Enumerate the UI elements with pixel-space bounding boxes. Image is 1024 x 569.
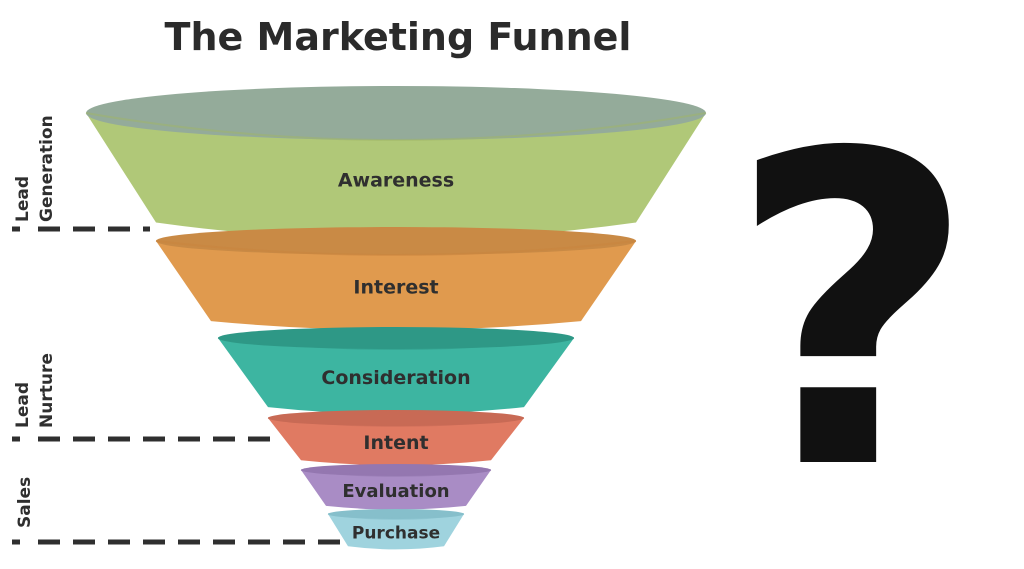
funnel: AwarenessInterestConsiderationIntentEval…	[85, 86, 707, 550]
diagram-title: The Marketing Funnel	[165, 15, 632, 59]
question-mark-icon: ?	[727, 64, 976, 564]
funnel-stage-label: Awareness	[338, 170, 454, 192]
funnel-segment-rim	[300, 469, 492, 477]
section-label-lead-generation-line1: Lead	[13, 176, 33, 222]
funnel-stage-interest: Interest	[155, 227, 637, 330]
section-label-lead-generation-line2: Generation	[37, 115, 57, 222]
funnel-segment-top	[218, 327, 574, 349]
funnel-segment-top	[156, 227, 636, 255]
funnel-stage-label: Intent	[363, 432, 428, 454]
funnel-stage-awareness: Awareness	[85, 86, 707, 240]
funnel-segment-body	[268, 418, 524, 466]
funnel-segment-top	[268, 410, 524, 426]
section-label-lead-nurture-line2: Nurture	[37, 353, 57, 428]
funnel-segment-top	[301, 464, 491, 476]
funnel-stage-intent: Intent	[267, 410, 525, 466]
funnel-stage-label: Interest	[353, 277, 438, 299]
section-label-lead-nurture-line1: Lead	[13, 382, 33, 428]
funnel-segment-rim	[85, 112, 707, 141]
section-dividers	[12, 226, 340, 545]
funnel-segment-top	[86, 86, 706, 140]
funnel-segment-rim	[217, 337, 575, 350]
funnel-segment-rim	[155, 240, 637, 256]
funnel-stage-purchase: Purchase	[327, 509, 465, 550]
funnel-stage-evaluation: Evaluation	[300, 464, 492, 510]
funnel-segment-body	[328, 514, 464, 550]
funnel-stage-consideration: Consideration	[217, 327, 575, 415]
funnel-segment-rim	[327, 513, 465, 520]
funnel-segment-body	[86, 113, 706, 240]
funnel-segment-top	[328, 509, 464, 519]
funnel-stage-label: Evaluation	[342, 481, 449, 502]
funnel-stage-label: Consideration	[321, 367, 470, 389]
funnel-stage-label: Purchase	[352, 524, 440, 544]
section-label-sales: Sales	[15, 477, 35, 528]
funnel-segment-body	[301, 470, 491, 510]
funnel-segment-body	[156, 241, 636, 330]
funnel-segment-body	[218, 338, 574, 415]
funnel-segment-rim	[267, 417, 525, 427]
section-labels: Lead Generation Lead Nurture Sales	[13, 115, 57, 528]
